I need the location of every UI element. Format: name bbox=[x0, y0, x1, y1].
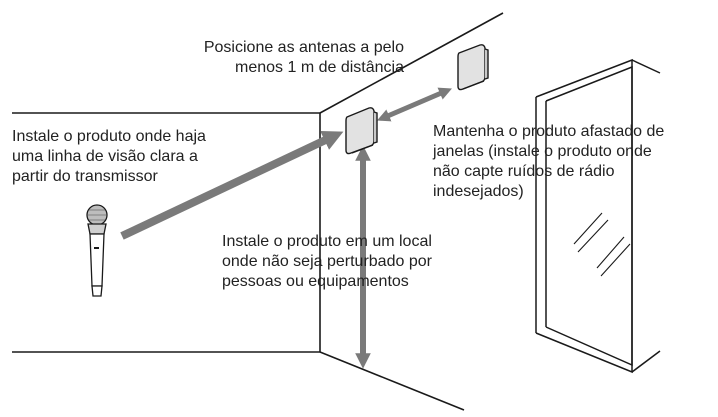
window-distance-line-3: não capte ruídos de rádio bbox=[433, 163, 615, 180]
microphone-icon bbox=[86, 204, 108, 297]
arrows bbox=[120, 87, 452, 369]
line-of-sight-line-3: partir do transmissor bbox=[12, 168, 158, 185]
location-caption: Instale o produto em um local onde não s… bbox=[222, 232, 432, 292]
sightline-arrow bbox=[120, 131, 344, 240]
location-line-1: Instale o produto em um local bbox=[222, 233, 432, 250]
receiver-front bbox=[345, 107, 378, 155]
antenna-spacing-line-2: menos 1 m de distância bbox=[235, 59, 404, 76]
antenna-spacing-line-1: Posicione as antenas a pelo bbox=[203, 39, 404, 56]
room-walls bbox=[12, 12, 504, 411]
line-of-sight-line-1: Instale o produto onde haja bbox=[12, 128, 206, 145]
location-line-2: onde não seja perturbado por bbox=[222, 253, 432, 270]
receiver-icon bbox=[345, 44, 489, 155]
location-line-3: pessoas ou equipamentos bbox=[222, 273, 409, 290]
window-distance-line-2: janelas (instale o produto onde bbox=[433, 143, 652, 160]
antenna-spacing-caption: Posicione as antenas a pelo menos 1 m de… bbox=[204, 38, 404, 78]
line-of-sight-caption: Instale o produto onde haja uma linha de… bbox=[12, 127, 206, 187]
double-arrow-icon bbox=[377, 87, 452, 122]
window-icon bbox=[535, 58, 661, 374]
line-of-sight-line-2: uma linha de visão clara a bbox=[12, 148, 198, 165]
window-distance-caption: Mantenha o produto afastado de janelas (… bbox=[433, 122, 664, 202]
window-distance-line-1: Mantenha o produto afastado de bbox=[433, 123, 665, 140]
ceiling-corner-line bbox=[319, 12, 504, 114]
floor-corner-line bbox=[319, 351, 465, 411]
receiver-back bbox=[457, 44, 489, 91]
window-distance-line-4: indesejados) bbox=[433, 183, 524, 200]
